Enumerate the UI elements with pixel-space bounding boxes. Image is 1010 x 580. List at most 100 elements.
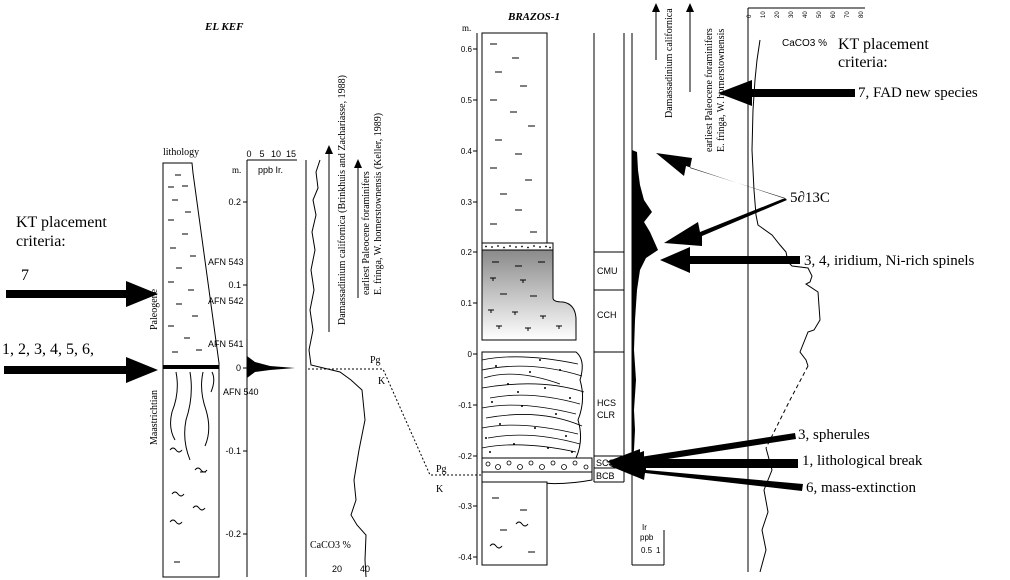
unit-clr: CLR xyxy=(597,410,616,420)
brazos-ir-label-1: Ir xyxy=(642,523,647,532)
svg-text:0.5: 0.5 xyxy=(641,546,653,555)
left-criteria-title-2: criteria: xyxy=(16,233,66,250)
arrow-delta-13c-upper xyxy=(656,153,785,198)
brazos-section: BRAZOS-1 m. 0.6 0.5 0.4 0.3 0.2 0.1 0 -0… xyxy=(436,3,865,573)
brazos-depth-ticks: 0.6 0.5 0.4 0.3 0.2 0.1 0 -0.1 -0.2 -0.3… xyxy=(458,45,477,562)
left-criteria: KT placement criteria: 7 1, 2, 3, 4, 5, … xyxy=(2,214,158,383)
svg-text:-0.1: -0.1 xyxy=(225,446,241,456)
el-kef-boundary-clay xyxy=(163,365,219,369)
arrow-litho-break xyxy=(608,451,798,476)
brazos-caco3-label: CaCO3 % xyxy=(782,38,827,49)
svg-text:0.1: 0.1 xyxy=(461,299,473,308)
svg-text:0: 0 xyxy=(236,363,241,373)
sample-afn-541: AFN 541 xyxy=(208,339,244,349)
svg-text:-0.1: -0.1 xyxy=(458,401,472,410)
el-kef-k-label: K xyxy=(378,376,386,387)
svg-text:0.1: 0.1 xyxy=(228,280,241,290)
criteria-iridium: 3, 4, iridium, Ni-rich spinels xyxy=(804,253,975,269)
brazos-k-label: K xyxy=(436,484,444,495)
brazos-cross-bed-laminae xyxy=(481,356,585,453)
el-kef-ir-peak xyxy=(247,356,295,378)
sample-afn-543: AFN 543 xyxy=(208,257,244,267)
brazos-lower-shale xyxy=(481,481,548,566)
svg-text:0.6: 0.6 xyxy=(461,45,473,54)
svg-text:1: 1 xyxy=(656,546,661,555)
el-kef-caco3-label: CaCO3 % xyxy=(310,540,351,551)
left-arrow-7 xyxy=(6,281,158,307)
svg-text:50: 50 xyxy=(817,11,823,18)
arrow-mass-extinction xyxy=(610,462,803,491)
brazos-unit-labels: CMU CCH HCS CLR SCS BCB xyxy=(596,266,618,481)
brazos-ir-label-2: ppb xyxy=(640,533,654,542)
left-criteria-list: 1, 2, 3, 4, 5, 6, xyxy=(2,341,94,358)
left-arrow-boundary xyxy=(4,357,158,383)
brazos-upper-shale-marks xyxy=(490,43,537,233)
brazos-marker-forams-1: earliest Paleocene foraminifers xyxy=(704,28,715,152)
unit-cmu: CMU xyxy=(597,266,618,276)
el-kef-maastrichtian-label: Maastrichtian xyxy=(149,390,160,445)
svg-text:-0.2: -0.2 xyxy=(225,529,241,539)
svg-text:0.4: 0.4 xyxy=(461,147,473,156)
el-kef-samples: AFN 543 AFN 542 AFN 541 AFN 540 xyxy=(208,257,259,397)
brazos-cross-bedded-sandstone xyxy=(481,351,584,459)
brazos-marl-unit xyxy=(481,249,577,341)
svg-text:10: 10 xyxy=(271,149,281,159)
el-kef-caco3-curve xyxy=(308,159,367,578)
svg-text:5: 5 xyxy=(259,149,264,159)
arrow-iridium xyxy=(660,247,800,273)
svg-text:0: 0 xyxy=(747,14,753,18)
el-kef-ir-label: ppb Ir. xyxy=(258,165,283,175)
brazos-title: BRAZOS-1 xyxy=(507,11,560,23)
svg-text:70: 70 xyxy=(845,11,851,18)
criteria-fad: 7, FAD new species xyxy=(858,85,978,101)
brazos-spherule-marks xyxy=(485,460,589,470)
svg-text:-0.4: -0.4 xyxy=(458,553,472,562)
brazos-upper-shale xyxy=(481,32,548,244)
el-kef-burrows xyxy=(169,371,215,525)
svg-text:0.3: 0.3 xyxy=(461,198,473,207)
svg-text:0: 0 xyxy=(468,350,473,359)
brazos-marl-marks xyxy=(488,261,562,331)
el-kef-lithology-label: lithology xyxy=(163,147,199,158)
criteria-spherules: 3, spherules xyxy=(798,427,870,443)
svg-text:30: 30 xyxy=(789,11,795,18)
arrow-fad xyxy=(718,80,855,106)
brazos-lower-shale-marks xyxy=(489,497,535,553)
brazos-pg-label: Pg xyxy=(436,464,447,475)
criteria-mass-extinction: 6, mass-extinction xyxy=(806,480,916,496)
criteria-delta-13c: 5∂13C xyxy=(790,190,830,206)
brazos-caco3-ticks: 0 10 20 30 40 50 60 70 80 xyxy=(747,11,865,18)
svg-text:0: 0 xyxy=(246,149,251,159)
right-criteria: KT placement criteria: 7, FAD new specie… xyxy=(606,36,978,496)
svg-text:-0.2: -0.2 xyxy=(458,452,472,461)
svg-text:40: 40 xyxy=(360,564,370,574)
unit-scs: SCS xyxy=(596,458,615,468)
svg-text:0.5: 0.5 xyxy=(461,96,473,105)
el-kef-pg-label: Pg xyxy=(370,355,381,366)
svg-text:60: 60 xyxy=(831,11,837,18)
el-kef-marker-forams-2: E. fringa, W. hornerstownensis (Keller, … xyxy=(373,113,384,295)
unit-hcs: HCS xyxy=(597,398,616,408)
el-kef-paleogene-label: Paleogene xyxy=(149,288,160,330)
svg-text:20: 20 xyxy=(332,564,342,574)
unit-cch: CCH xyxy=(597,310,617,320)
brazos-marker-forams-2: E. fringa, W. hornerstownensis xyxy=(716,29,727,152)
svg-text:0.2: 0.2 xyxy=(228,197,241,207)
brazos-sand-dots xyxy=(485,359,573,453)
left-criteria-title-1: KT placement xyxy=(16,214,107,231)
unit-bcb: BCB xyxy=(596,471,615,481)
right-criteria-title-2: criteria: xyxy=(838,54,888,71)
brazos-marker-damassadinium: Damassadinium californica xyxy=(664,8,675,118)
el-kef-scale-unit: m. xyxy=(232,165,241,175)
kt-correlation-line xyxy=(308,368,483,476)
right-criteria-title-1: KT placement xyxy=(838,36,929,53)
el-kef-ir-axis: 0 5 10 15 ppb Ir. xyxy=(246,149,297,175)
svg-text:15: 15 xyxy=(286,149,296,159)
brazos-ir-curve xyxy=(632,150,658,460)
el-kef-shale-marks xyxy=(168,174,206,563)
criteria-litho-break: 1, lithological break xyxy=(802,453,923,469)
el-kef-depth-ticks: 0.2 0.1 0 -0.1 -0.2 xyxy=(225,197,247,539)
svg-text:40: 40 xyxy=(803,11,809,18)
el-kef-marker-forams-1: earliest Paleocene foraminifers xyxy=(361,171,372,295)
